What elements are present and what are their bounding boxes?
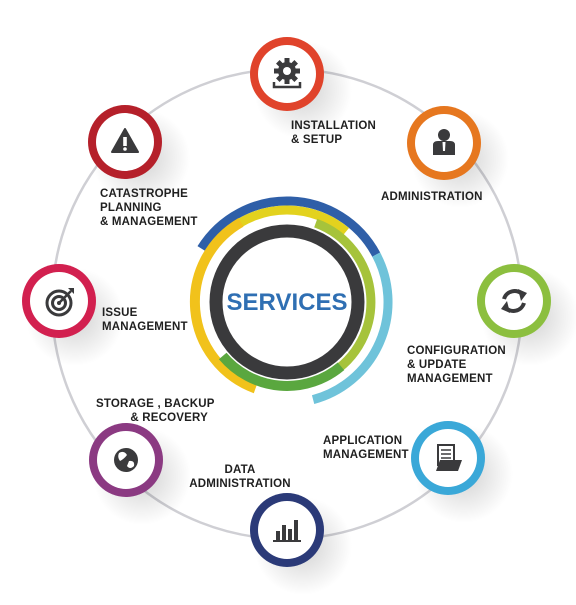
inner-dark-ring — [209, 224, 365, 380]
ring-arc-lightblue — [311, 252, 393, 404]
target-icon — [45, 288, 74, 317]
ring-arc-lime — [314, 218, 376, 379]
gear-icon — [272, 58, 302, 89]
node-application-management — [411, 421, 513, 523]
center-title: SERVICES — [227, 289, 348, 316]
ring-arc-yellow-left — [189, 217, 258, 394]
node-catastrophe-planning — [88, 105, 190, 207]
label-data-administration: DATA ADMINISTRATION — [189, 464, 291, 490]
label-issue-management: ISSUE MANAGEMENT — [102, 307, 188, 333]
ring-arc-green — [218, 352, 345, 391]
node-issue-management — [22, 264, 124, 366]
ring-arc-blue — [197, 196, 381, 257]
globe-icon — [114, 448, 138, 472]
warning-icon — [111, 128, 139, 153]
node-face — [485, 272, 543, 330]
node-face — [258, 501, 316, 559]
label-storage-backup: STORAGE , BACKUP & RECOVERY — [96, 398, 215, 424]
node-installation-setup — [250, 37, 352, 139]
label-application-management: APPLICATION MANAGEMENT — [323, 435, 409, 461]
node-data-administration — [250, 493, 352, 595]
label-installation-setup: INSTALLATION & SETUP — [291, 120, 377, 146]
label-administration: ADMINISTRATION — [381, 191, 483, 203]
center-rings — [189, 196, 393, 404]
service-nodes — [22, 37, 576, 595]
document-folder-icon — [436, 444, 462, 471]
node-storage-backup — [89, 423, 191, 525]
bar-chart-icon — [273, 520, 301, 542]
label-catastrophe-planning: CATASTROPHE PLANNING & MANAGEMENT — [100, 188, 198, 228]
person-icon — [433, 129, 455, 155]
node-configuration-update — [477, 264, 576, 366]
node-administration — [407, 106, 509, 208]
ring-arc-yellow-top — [225, 205, 349, 235]
refresh-icon — [501, 289, 527, 313]
label-configuration-update: CONFIGURATION & UPDATE MANAGEMENT — [407, 345, 506, 385]
